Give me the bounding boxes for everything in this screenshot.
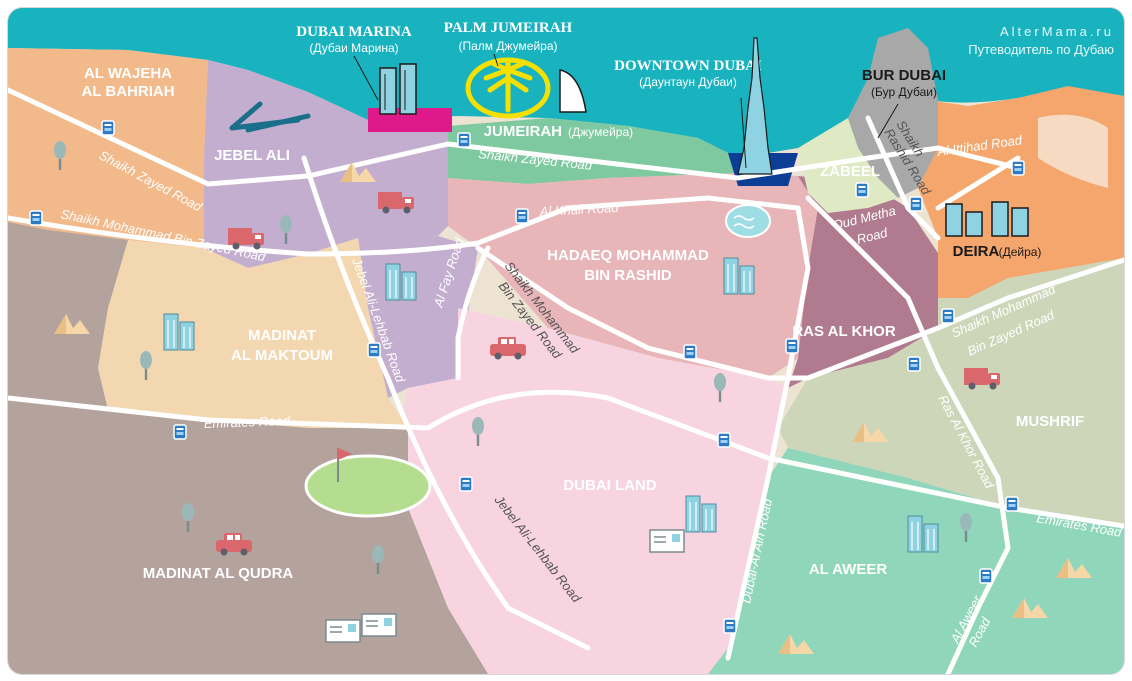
road-sign-icon [907, 356, 921, 372]
jumeirah-ru-label: (Джумейра) [568, 125, 633, 139]
ras-al-khor-area [788, 176, 948, 388]
hadaeq-label-1: HADAEQ MOHAMMAD [547, 247, 709, 264]
road-sign-icon [909, 196, 923, 212]
jebel-ali-area [204, 60, 448, 268]
downtown-ru-label: (Даунтаун Дубаи) [639, 75, 737, 89]
jebel-ali-jetty-icon [229, 101, 311, 133]
palm-island-icon [465, 57, 551, 119]
road-sign-icon [457, 132, 471, 148]
hadaeq-label-2: BIN RASHID [584, 267, 672, 284]
watermark-tagline: Путеводитель по Дубаю [968, 42, 1114, 57]
road-sign-icon [941, 308, 955, 324]
burj-al-arab-icon [559, 69, 587, 113]
golf-course [304, 454, 432, 518]
bur-dubai-ru-label: (Бур Дубаи) [871, 85, 937, 99]
lake-icon [725, 204, 771, 238]
road-sign-icon [723, 618, 737, 634]
al-wajeha-label-2: AL BAHRIAH [81, 83, 174, 100]
dubai-marina-ru-label: (Дубаи Марина) [309, 41, 398, 55]
emirates-west-label: Emirates Road [204, 413, 291, 431]
road-sign-icon [173, 424, 187, 440]
zabeel-label: ZABEEL [820, 163, 880, 180]
al-aweer-label: AL AWEER [809, 561, 888, 578]
deira-ru-label: (Дейра) [999, 245, 1042, 259]
creek-area [1038, 114, 1108, 188]
ras-al-khor-label: RAS AL KHOR [792, 323, 896, 340]
road-sign-icon [101, 120, 115, 136]
madinat-al-qudra-label: MADINAT AL QUDRA [143, 565, 294, 582]
marina-towers-icon [379, 63, 417, 115]
dubai-marina-label: DUBAI MARINA [296, 24, 412, 40]
watermark-site: AlterMama.ru [1000, 24, 1114, 39]
road-sign-icon [367, 342, 381, 358]
jebel-ali-label: JEBEL ALI [214, 147, 290, 164]
al-khail-label: Al Khail Road [538, 200, 619, 219]
road-sign-icon [785, 338, 799, 354]
mushrif-label: MUSHRIF [1016, 413, 1084, 430]
downtown-label: DOWNTOWN DUBAI [614, 58, 762, 74]
road-sign-icon [855, 182, 869, 198]
palm-jumeirah-ru-label: (Палм Джумейра) [458, 39, 557, 53]
road-network [8, 87, 1124, 674]
palm-jumeirah-label: PALM JUMEIRAH [444, 20, 573, 36]
jumeirah-label: JUMEIRAH [484, 123, 562, 140]
post-card-icon [649, 529, 685, 553]
dubai-map: AL WAJEHA AL BAHRIAH JEBEL ALI DUBAI MAR… [8, 8, 1124, 674]
road-sign-icon [515, 208, 529, 224]
post-card-icon [325, 619, 361, 643]
madinat-maktoum-area [98, 238, 408, 428]
al-wajeha-area [8, 48, 208, 248]
map-canvas: AL WAJEHA AL BAHRIAH JEBEL ALI DUBAI MAR… [8, 8, 1124, 674]
road-sign-icon [717, 432, 731, 448]
west-desert-area [8, 222, 128, 410]
al-wajeha-label-1: AL WAJEHA [84, 65, 172, 82]
zabeel-area [798, 118, 898, 213]
oud-metha-2-label: Road [855, 225, 890, 247]
burj-khalifa-icon [737, 37, 773, 175]
deira-label: DEIRA [953, 243, 1000, 260]
road-sign-icon [683, 344, 697, 360]
deira-buildings-icon [945, 201, 1029, 237]
dubai-land-label: DUBAI LAND [563, 477, 656, 494]
golf-flag-icon [337, 448, 352, 482]
road-sign-icon [459, 476, 473, 492]
post-card-icon [361, 613, 397, 637]
madinat-maktoum-label-1: MADINAT [248, 327, 316, 344]
road-sign-icon [979, 568, 993, 584]
road-sign-icon [1005, 496, 1019, 512]
bur-dubai-label: BUR DUBAI [862, 67, 946, 84]
road-sign-icon [29, 210, 43, 226]
road-sign-icon [1011, 160, 1025, 176]
madinat-maktoum-label-2: AL MAKTOUM [231, 347, 333, 364]
